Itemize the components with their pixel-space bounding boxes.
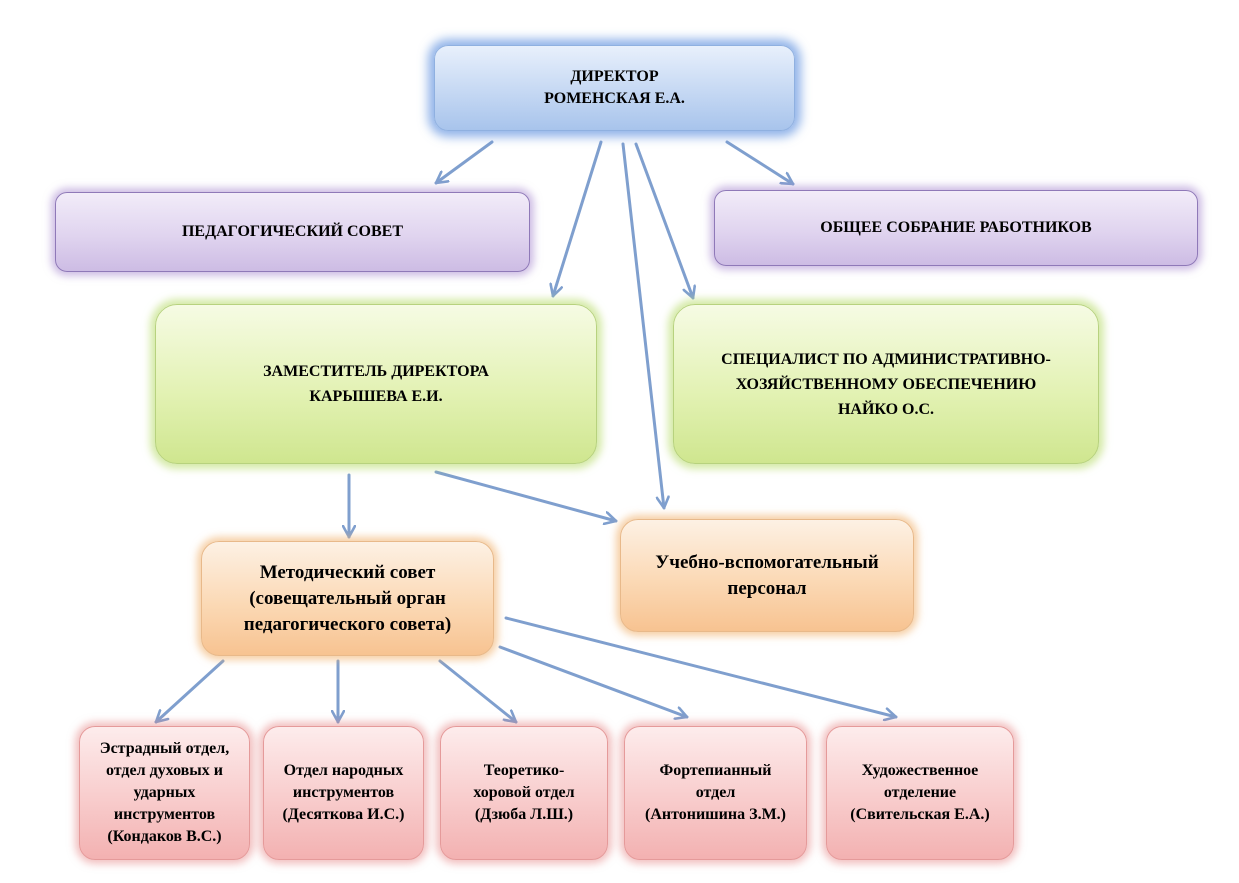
deputy-title: ЗАМЕСТИТЕЛЬ ДИРЕКТОРА: [263, 363, 489, 380]
department-line: Отдел народных: [283, 762, 404, 779]
department-line: Фортепианный: [659, 762, 772, 779]
department-box-art: Художественное отделение (Свительская Е.…: [826, 726, 1014, 860]
department-line: инструментов: [292, 784, 395, 801]
department-head: (Десяткова И.С.): [282, 806, 405, 823]
specialist-line-2: ХОЗЯЙСТВЕННОМУ ОБЕСПЕЧЕНИЮ: [735, 375, 1037, 393]
department-line: отделение: [883, 784, 957, 801]
department-head: (Дзюба Л.Ш.): [474, 806, 574, 823]
arrow-methodical-to-dept-1: [154, 659, 225, 724]
department-line: ударных: [133, 784, 196, 801]
department-line: отдел духовых и: [105, 762, 224, 779]
arrow-deputy-to-support: [434, 470, 618, 521]
department-box-variety-wind: Эстрадный отдел, отдел духовых и ударных…: [79, 726, 250, 860]
methodical-council-box: Методический совет (совещательный орган …: [201, 541, 494, 656]
methodical-council-line-3: педагогического совета): [243, 613, 452, 635]
department-box-theory-choral: Теоретико- хоровой отдел (Дзюба Л.Ш.): [440, 726, 608, 860]
department-line: Теоретико-: [483, 762, 565, 779]
department-line: инструментов: [113, 806, 216, 823]
arrow-methodical-to-dept-5: [504, 616, 898, 717]
specialist-box: СПЕЦИАЛИСТ ПО АДМИНИСТРАТИВНО- ХОЗЯЙСТВЕ…: [673, 304, 1099, 464]
department-line: Эстрадный отдел,: [99, 740, 230, 757]
department-box-folk-instruments: Отдел народных инструментов (Десяткова И…: [263, 726, 424, 860]
specialist-name: НАЙКО О.С.: [837, 400, 935, 418]
arrow-methodical-to-dept-3: [438, 659, 518, 724]
director-name: РОМЕНСКАЯ Е.А.: [544, 90, 685, 107]
arrow-methodical-to-dept-4: [498, 645, 689, 717]
arrow-director-to-deputy: [553, 140, 603, 298]
department-head: (Кондаков В.С.): [107, 828, 222, 845]
deputy-name: КАРЫШЕВА Е.И.: [309, 388, 443, 405]
support-staff-box: Учебно-вспомогательный персонал: [620, 519, 914, 632]
support-staff-line-1: Учебно-вспомогательный: [655, 551, 879, 573]
department-box-piano: Фортепианный отдел (Антонишина З.М.): [624, 726, 807, 860]
department-head: (Свительская Е.А.): [850, 806, 990, 823]
staff-meeting-label: ОБЩЕЕ СОБРАНИЕ РАБОТНИКОВ: [820, 219, 1092, 236]
staff-meeting-box: ОБЩЕЕ СОБРАНИЕ РАБОТНИКОВ: [714, 190, 1198, 266]
department-line: хоровой отдел: [473, 784, 575, 801]
support-staff-line-2: персонал: [727, 577, 807, 599]
arrow-director-to-staff-meeting: [725, 140, 795, 186]
pedagogical-council-label: ПЕДАГОГИЧЕСКИЙ СОВЕТ: [181, 223, 403, 240]
pedagogical-council-box: ПЕДАГОГИЧЕСКИЙ СОВЕТ: [55, 192, 530, 272]
arrow-director-to-support: [621, 142, 664, 510]
specialist-line-1: СПЕЦИАЛИСТ ПО АДМИНИСТРАТИВНО-: [721, 350, 1051, 368]
director-box: ДИРЕКТОР РОМЕНСКАЯ Е.А.: [434, 45, 795, 131]
arrow-director-to-specialist: [634, 142, 693, 300]
methodical-council-line-1: Методический совет: [259, 561, 436, 583]
director-title: ДИРЕКТОР: [570, 68, 659, 85]
arrow-director-to-ped-council: [434, 140, 494, 185]
deputy-director-box: ЗАМЕСТИТЕЛЬ ДИРЕКТОРА КАРЫШЕВА Е.И.: [155, 304, 597, 464]
methodical-council-line-2: (совещательный орган: [249, 587, 446, 609]
department-head: (Антонишина З.М.): [644, 806, 786, 823]
department-line: отдел: [695, 784, 736, 801]
department-line: Художественное: [861, 762, 979, 779]
